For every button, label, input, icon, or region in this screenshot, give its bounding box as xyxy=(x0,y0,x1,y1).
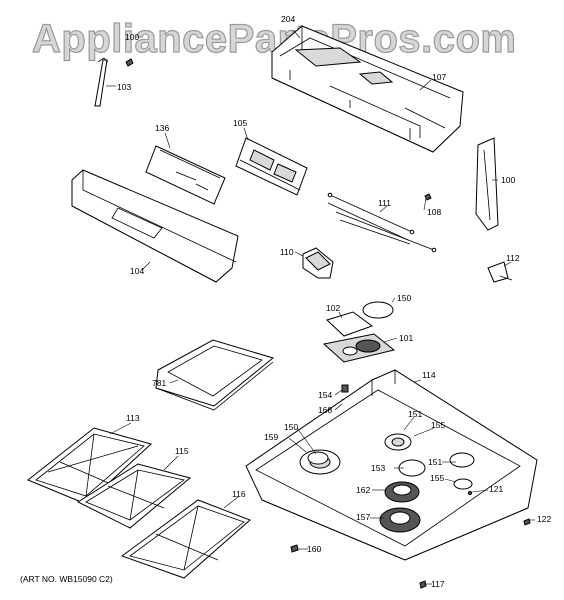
part-121-orifice[interactable] xyxy=(467,490,473,496)
callout-121: 121 xyxy=(489,484,503,494)
callout-102: 102 xyxy=(326,303,340,313)
callout-100-top: 100 xyxy=(125,32,139,42)
part-104-control-panel[interactable] xyxy=(71,169,239,283)
callout-labels: 100 103 204 107 136 105 104 100 108 111 … xyxy=(117,14,551,589)
callout-113: 113 xyxy=(126,413,140,423)
callout-204: 204 xyxy=(281,14,295,24)
callout-105: 105 xyxy=(233,118,247,128)
callout-112: 112 xyxy=(506,253,520,263)
callout-150-burner: 150 xyxy=(284,422,298,432)
part-100-side-bracket[interactable] xyxy=(475,137,499,231)
part-150-cap-top[interactable] xyxy=(362,301,394,319)
art-number: (ART NO. WB15090 C2) xyxy=(20,574,113,584)
callout-150-top: 150 xyxy=(397,293,411,303)
part-122-screw[interactable] xyxy=(523,518,531,526)
part-136-overlay[interactable] xyxy=(145,145,226,205)
part-112-valve[interactable] xyxy=(487,261,513,283)
callout-108: 108 xyxy=(427,207,441,217)
callout-157: 157 xyxy=(356,512,370,522)
callout-155-top: 155 xyxy=(431,420,445,430)
callout-104: 104 xyxy=(130,266,144,276)
part-151-burner-head-rear[interactable] xyxy=(384,433,412,451)
callout-159: 159 xyxy=(264,432,278,442)
callout-101: 101 xyxy=(399,333,413,343)
callout-153: 153 xyxy=(371,463,385,473)
callout-107: 107 xyxy=(432,72,446,82)
part-111-wire-harness[interactable] xyxy=(327,192,437,253)
leader-lines xyxy=(106,29,535,585)
callout-781: 781 xyxy=(152,378,166,388)
callout-136: 136 xyxy=(155,123,169,133)
part-108-screw[interactable] xyxy=(424,193,432,201)
callout-155-right: 155 xyxy=(430,473,444,483)
part-117-screw[interactable] xyxy=(419,580,427,589)
part-155-cap-right[interactable] xyxy=(453,478,473,490)
callout-154: 154 xyxy=(318,390,332,400)
part-107-backsplash[interactable] xyxy=(271,25,464,153)
part-110-block[interactable] xyxy=(302,247,334,279)
callout-160: 160 xyxy=(307,544,321,554)
callout-110: 110 xyxy=(280,247,294,257)
part-113-grate[interactable] xyxy=(27,427,152,505)
callout-103: 103 xyxy=(117,82,131,92)
callout-122: 122 xyxy=(537,514,551,524)
callout-115: 115 xyxy=(175,446,189,456)
callout-116: 116 xyxy=(232,489,246,499)
callout-151-top: 151 xyxy=(408,409,422,419)
callout-100-right: 100 xyxy=(501,175,515,185)
part-162-burner[interactable] xyxy=(384,481,420,503)
part-150-cap[interactable] xyxy=(307,451,329,465)
part-154-screw[interactable] xyxy=(341,384,349,393)
part-105-control-board[interactable] xyxy=(235,137,308,196)
part-115-grate[interactable] xyxy=(76,463,192,529)
part-116-grate[interactable] xyxy=(120,499,251,579)
part-101-igniter-module[interactable] xyxy=(322,333,396,363)
callout-151-right: 151 xyxy=(428,457,442,467)
callout-168: 168 xyxy=(318,405,332,415)
callout-111: 111 xyxy=(378,198,391,208)
part-114-cooktop[interactable] xyxy=(245,369,538,561)
part-151-burner-head-right[interactable] xyxy=(449,452,475,468)
part-102-pad[interactable] xyxy=(326,311,374,337)
watermark-text: AppliancePartsPros.com xyxy=(32,17,517,61)
callout-162: 162 xyxy=(356,485,370,495)
callout-114: 114 xyxy=(422,370,436,380)
part-157-burner[interactable] xyxy=(379,507,421,533)
part-103-rod[interactable] xyxy=(94,57,109,107)
part-160-screw[interactable] xyxy=(290,544,299,553)
part-781-griddle[interactable] xyxy=(155,339,275,411)
part-100-screw-top[interactable] xyxy=(125,58,134,67)
callout-117: 117 xyxy=(431,579,445,589)
